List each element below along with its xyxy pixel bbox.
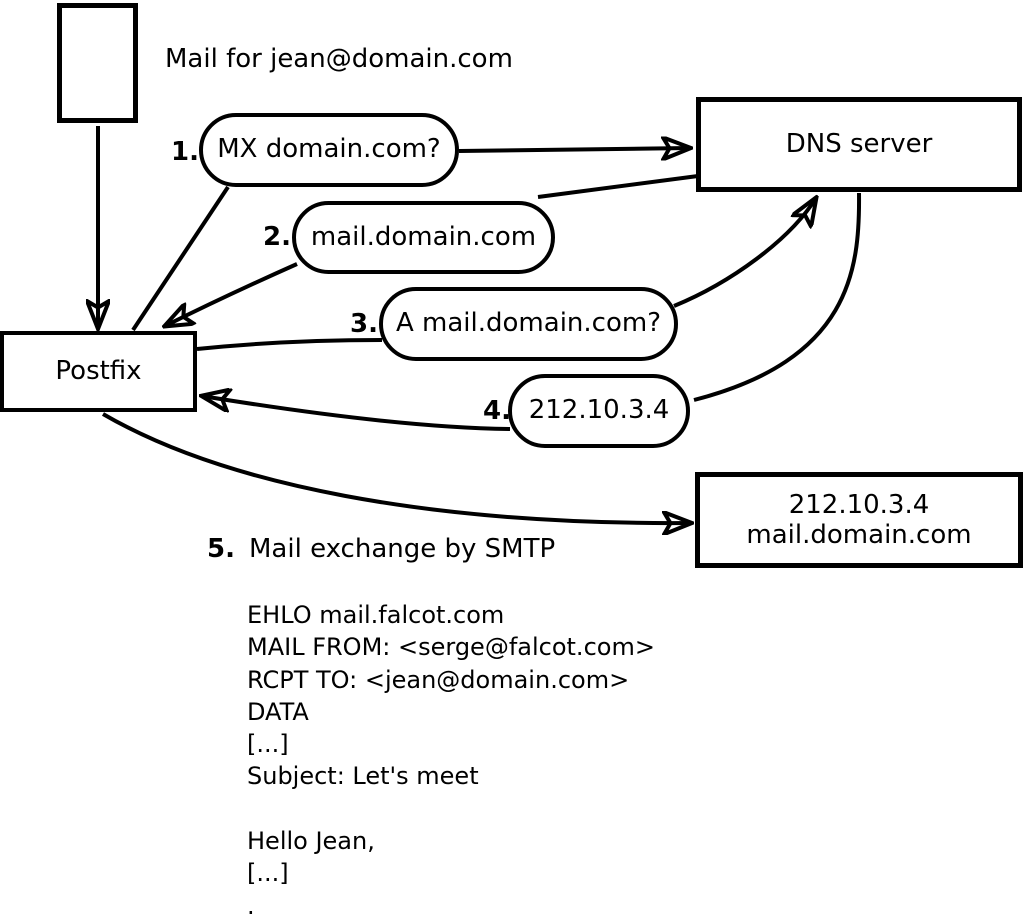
response-pill-ip-label: 212.10.3.4 (528, 395, 670, 426)
smtp-line: RCPT TO: <jean@domain.com> (247, 665, 630, 694)
query-pill-a-record-label: A mail.domain.com? (396, 308, 661, 339)
step-number-1: 1. (171, 137, 199, 167)
smtp-line: [...] (247, 859, 289, 888)
smtp-transcript: EHLO mail.falcot.com MAIL FROM: <serge@f… (247, 599, 655, 919)
line-dns-to-response4 (693, 192, 862, 402)
arrow-response2-to-postfix (165, 262, 298, 326)
mail-envelope (57, 3, 138, 123)
response-pill-mail-domain: mail.domain.com (292, 201, 555, 274)
diagram-title: Mail for jean@domain.com (165, 44, 513, 74)
step-number-3: 3. (350, 309, 378, 339)
arrow-response4-to-postfix (202, 396, 511, 431)
postfix-label: Postfix (55, 355, 142, 386)
smtp-line (247, 793, 655, 825)
line-dns-to-response2 (537, 174, 699, 199)
arrow-query1-to-dns (458, 148, 690, 151)
smtp-line: MAIL FROM: <serge@falcot.com> (247, 633, 655, 662)
query-pill-mx: MX domain.com? (199, 113, 459, 187)
smtp-line: DATA (247, 697, 309, 726)
smtp-line: . (247, 891, 255, 919)
dns-server-box: DNS server (696, 97, 1022, 192)
response-pill-ip: 212.10.3.4 (508, 374, 690, 448)
postfix-box: Postfix (0, 331, 197, 412)
smtp-line: EHLO mail.falcot.com (247, 601, 505, 629)
step-number-2: 2. (263, 222, 291, 252)
dns-server-label: DNS server (785, 128, 933, 159)
arrow-postfix-to-mailserver (101, 412, 691, 523)
mail-server-hostname: mail.domain.com (746, 520, 972, 550)
smtp-line: Hello Jean, (247, 827, 375, 856)
step-5-label: Mail exchange by SMTP (249, 534, 556, 564)
step-number-5: 5. (207, 534, 235, 564)
smtp-line: [...] (247, 730, 289, 759)
query-pill-mx-label: MX domain.com? (217, 134, 441, 165)
mail-server-box: 212.10.3.4 mail.domain.com (695, 472, 1023, 568)
query-pill-a-record: A mail.domain.com? (379, 287, 678, 361)
mail-server-ip: 212.10.3.4 (788, 490, 930, 520)
line-postfix-to-query3 (196, 338, 383, 351)
mail-server-labels: 212.10.3.4 mail.domain.com (746, 490, 971, 550)
line-postfix-to-query1 (131, 185, 230, 332)
smtp-line: Subject: Let's meet (247, 762, 479, 791)
response-pill-mail-domain-label: mail.domain.com (310, 221, 537, 252)
step-number-4: 4. (483, 396, 511, 426)
arrow-query3-to-dns (673, 198, 816, 308)
